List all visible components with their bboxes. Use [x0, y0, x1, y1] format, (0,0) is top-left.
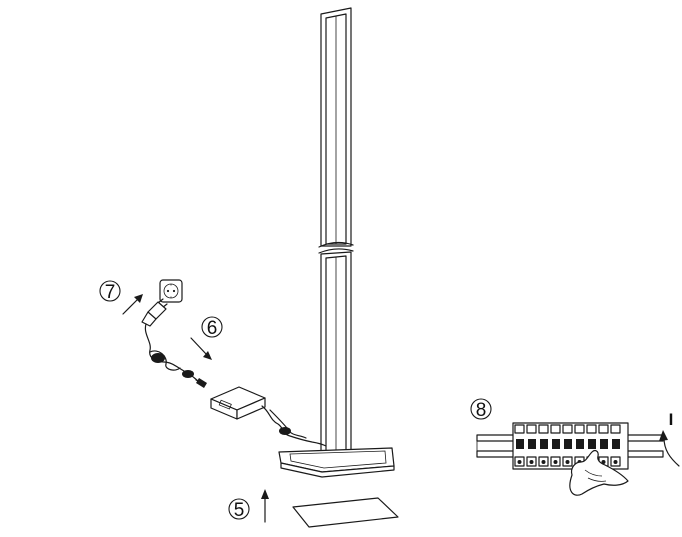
down-right-arrow-icon — [190, 337, 212, 360]
floor-lamp — [278, 7, 395, 478]
power-adapter-icon — [210, 386, 266, 420]
step-7-group: 7 — [99, 279, 207, 388]
lamp-column-upper — [320, 7, 352, 247]
breaker-toggles[interactable] — [516, 439, 620, 449]
step-8-group: 8 — [470, 398, 680, 496]
breaker-top-terminals — [514, 424, 621, 434]
lamp-column-lower — [320, 251, 352, 463]
step-5-label: 5 — [234, 500, 245, 521]
power-plug-icon — [141, 298, 168, 327]
step-6-badge: 6 — [201, 316, 223, 339]
switch-on-symbol: I — [669, 410, 674, 429]
up-right-arrow-icon — [122, 294, 143, 315]
step-5-badge: 5 — [228, 498, 250, 521]
lamp-base — [278, 447, 395, 478]
power-socket-icon — [159, 279, 183, 303]
curved-up-arrow-icon — [659, 430, 680, 467]
step-8-badge: 8 — [470, 398, 492, 421]
step-8-label: 8 — [476, 400, 487, 421]
up-arrow-icon — [261, 489, 269, 523]
step-5-group: 5 — [228, 489, 399, 528]
floor-protection-sheet — [292, 497, 399, 528]
step-7-label: 7 — [105, 282, 116, 303]
hand-icon — [569, 450, 629, 496]
step-6-label: 6 — [207, 318, 218, 339]
step-7-badge: 7 — [99, 280, 121, 303]
circuit-breaker-icon — [512, 422, 629, 470]
step-6-group: 6 — [190, 316, 327, 447]
